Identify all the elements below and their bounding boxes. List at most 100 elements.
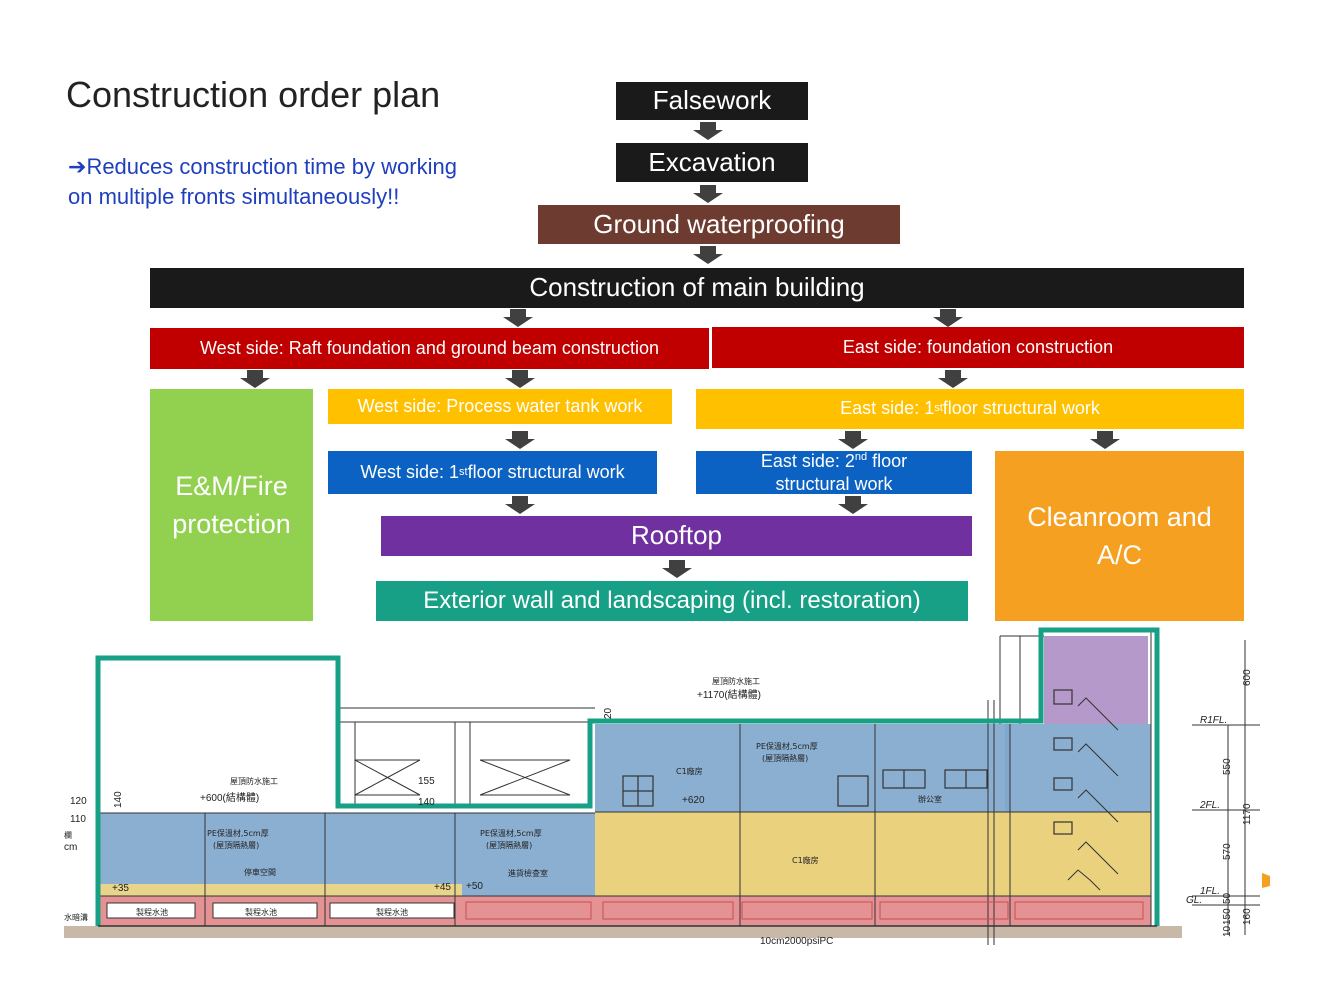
label-dim-140a: 140 bbox=[113, 791, 124, 808]
east-2f-sup: nd bbox=[854, 451, 868, 463]
label-dim-20: 20 bbox=[603, 707, 614, 719]
arrow-down-icon bbox=[933, 309, 963, 327]
east-2f-line-2: structural work bbox=[775, 473, 893, 494]
label-tank-1: 製程水池 bbox=[136, 907, 168, 917]
step-ground-waterproofing: Ground waterproofing bbox=[538, 205, 900, 244]
label-plus1170: +1170(結構體) bbox=[697, 688, 761, 701]
step-main-building: Construction of main building bbox=[150, 268, 1244, 308]
step-east-2f: East side: 2nd floor structural work bbox=[696, 451, 972, 494]
label-dim-160: 160 bbox=[1242, 908, 1253, 925]
label-office: 辦公室 bbox=[918, 794, 942, 804]
zone-2f-stair-blue bbox=[1005, 724, 1151, 812]
step-west-foundation: West side: Raft foundation and ground be… bbox=[150, 328, 709, 369]
east-1f-text-b: floor structural work bbox=[942, 398, 1100, 419]
label-pe-insulation-1: PE保溫材,5cm厚 bbox=[207, 828, 269, 838]
label-dim-120: 120 bbox=[70, 796, 87, 807]
west-1f-text-a: West side: 1 bbox=[360, 461, 460, 482]
label-level-r1fl: R1FL. bbox=[1200, 715, 1227, 726]
label-left-cut-1: 水暗溝 bbox=[64, 912, 88, 922]
arrow-down-icon bbox=[505, 370, 535, 388]
arrow-down-icon bbox=[693, 122, 723, 140]
label-dim-570: 570 bbox=[1222, 843, 1233, 860]
label-plus50: +50 bbox=[466, 881, 483, 892]
step-excavation: Excavation bbox=[616, 143, 808, 182]
step-cleanroom-ac: Cleanroom and A/C bbox=[995, 451, 1244, 621]
subtitle-line-2: on multiple fronts simultaneously!! bbox=[68, 184, 400, 209]
cleanroom-line-1: Cleanroom and bbox=[1027, 501, 1212, 532]
west-1f-sup: st bbox=[459, 465, 468, 478]
label-inspection: 進貨檢查室 bbox=[508, 868, 548, 878]
building-section-drawing: 屋頂防水施工 +600(結構體) 屋頂防水施工 +1170(結構體) PE保溫材… bbox=[64, 627, 1270, 947]
label-dim-140b: 140 bbox=[418, 797, 435, 808]
label-tank-3: 製程水池 bbox=[376, 907, 408, 917]
label-dim-600: 600 bbox=[1242, 669, 1253, 686]
zone-east-foundation-red bbox=[595, 896, 1151, 926]
page-title: Construction order plan bbox=[66, 74, 441, 115]
east-2f-text-a: East side: 2 bbox=[760, 451, 855, 471]
label-parking: 停車空間 bbox=[244, 867, 276, 877]
label-plus45: +45 bbox=[434, 882, 451, 893]
arrow-down-icon bbox=[838, 431, 868, 449]
label-pe-insulation-1b: (屋頂隔熱層) bbox=[213, 840, 259, 850]
label-level-1fl: 1FL. bbox=[1200, 886, 1220, 897]
step-west-tank: West side: Process water tank work bbox=[328, 389, 672, 424]
step-east-foundation: East side: foundation construction bbox=[712, 327, 1244, 368]
east-1f-text-a: East side: 1 bbox=[840, 398, 935, 419]
label-plus600: +600(結構體) bbox=[200, 791, 259, 804]
arrow-down-icon bbox=[1090, 431, 1120, 449]
arrow-down-icon bbox=[693, 246, 723, 264]
step-em-fire-protection: E&M/Fire protection bbox=[150, 389, 313, 621]
em-fire-line-1: E&M/Fire bbox=[175, 470, 288, 501]
zone-2f-east-blue bbox=[595, 724, 1010, 812]
arrow-down-icon bbox=[503, 309, 533, 327]
em-fire-line-2: protection bbox=[172, 509, 291, 539]
arrow-down-icon bbox=[505, 431, 535, 449]
label-dim-150: 150 bbox=[1222, 908, 1233, 925]
label-c1-plant-lower: C1廠房 bbox=[792, 855, 819, 865]
east-2f-text-b: floor bbox=[867, 451, 908, 471]
label-level-2fl: 2FL. bbox=[1199, 800, 1220, 811]
label-tank-2: 製程水池 bbox=[245, 907, 277, 917]
zone-west-yellow-strip bbox=[98, 884, 462, 896]
cleanroom-line-2: A/C bbox=[1096, 540, 1142, 570]
ground-strip bbox=[64, 926, 1182, 938]
label-dim-10: 10 bbox=[1222, 925, 1233, 937]
subtitle-line-1: Reduces construction time by working bbox=[86, 154, 457, 179]
label-roof-waterproof-b: 屋頂防水施工 bbox=[712, 676, 760, 686]
subtitle: ➔Reduces construction time by working on… bbox=[68, 152, 457, 212]
label-c1-plant-upper: C1廠房 bbox=[676, 766, 703, 776]
arrow-down-icon bbox=[505, 496, 535, 514]
label-pe-insulation-2: PE保溫材,5cm厚 bbox=[480, 828, 542, 838]
label-dim-550: 550 bbox=[1222, 758, 1233, 775]
orange-marker bbox=[1262, 873, 1270, 888]
label-roof-waterproof-a: 屋頂防水施工 bbox=[230, 776, 278, 786]
arrow-down-icon bbox=[838, 496, 868, 514]
step-rooftop: Rooftop bbox=[381, 516, 972, 556]
east-1f-sup: st bbox=[934, 402, 943, 415]
label-dim-50: 50 bbox=[1222, 892, 1233, 904]
step-exterior-wall: Exterior wall and landscaping (incl. res… bbox=[376, 581, 968, 621]
arrow-down-icon bbox=[240, 370, 270, 388]
zone-rooftop-purple bbox=[1044, 636, 1148, 724]
arrow-down-icon bbox=[693, 185, 723, 203]
east-2f-line-1: East side: 2nd floor bbox=[761, 450, 907, 473]
arrow-right-icon: ➔ bbox=[68, 154, 87, 179]
label-left-cut-2: 欄 bbox=[64, 830, 72, 840]
label-plus35: +35 bbox=[112, 883, 129, 894]
label-pe-insulation-2b: (屋頂隔熱層) bbox=[486, 840, 532, 850]
label-slab: 10cm2000psiPC bbox=[760, 936, 833, 947]
label-dim-110: 110 bbox=[70, 814, 86, 825]
arrow-down-icon bbox=[938, 370, 968, 388]
label-plus620: +620 bbox=[682, 795, 705, 806]
step-falsework: Falsework bbox=[616, 82, 808, 120]
label-pe-insulation-3b: (屋頂隔熱層) bbox=[762, 753, 808, 763]
arrow-down-icon bbox=[662, 560, 692, 578]
label-level-gl: GL. bbox=[1186, 895, 1202, 906]
zone-1f-east-yellow bbox=[595, 812, 1151, 896]
label-dim-155: 155 bbox=[418, 776, 435, 787]
label-pe-insulation-3: PE保溫材,5cm厚 bbox=[756, 741, 818, 751]
west-1f-text-b: floor structural work bbox=[467, 461, 625, 482]
building-outline bbox=[95, 627, 1160, 926]
zone-1f-west-blue bbox=[98, 813, 595, 896]
